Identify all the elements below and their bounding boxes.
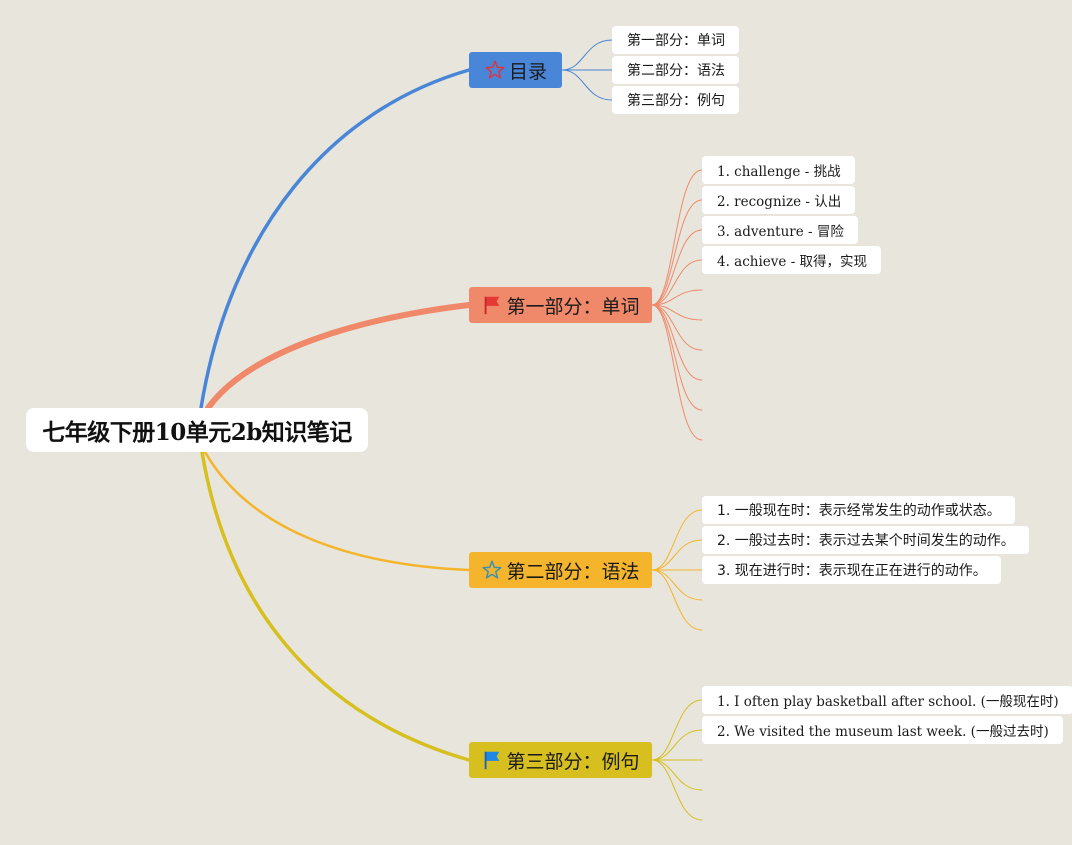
connector-grammar-2 [651, 539, 703, 571]
leaf-vocab-1[interactable]: 1. challenge - 挑战 [702, 156, 855, 184]
connector-toc-3 [561, 69, 613, 101]
branch-label: 目录 [508, 60, 547, 83]
connector-examples-1 [651, 699, 703, 761]
connector-grammar-4 [651, 569, 703, 601]
connector-examples-2 [651, 729, 703, 761]
leaf-toc-3[interactable]: 第三部分：例句 [612, 86, 739, 114]
leaf-examples-1[interactable]: 1. I often play basketball after school.… [702, 686, 1072, 714]
star-outline-icon [484, 59, 506, 81]
connector-examples-4 [651, 759, 703, 791]
root-label: 七年级下册10单元2b知识笔记 [42, 419, 352, 446]
leaf-grammar-2[interactable]: 2. 一般过去时：表示过去某个时间发生的动作。 [702, 526, 1029, 554]
connector-vocab-4 [651, 259, 703, 306]
connector-grammar-5 [651, 569, 703, 631]
leaf-examples-2[interactable]: 2. We visited the museum last week. (一般过… [702, 716, 1063, 744]
branch-label: 第一部分：单词 [506, 295, 640, 318]
connector-vocab-1 [651, 169, 703, 306]
connector-grammar-1 [651, 509, 703, 571]
branch-grammar[interactable]: 第二部分：语法 [469, 552, 652, 588]
branch-vocab[interactable]: 第一部分：单词 [469, 287, 652, 323]
branch-label: 第三部分：例句 [506, 750, 640, 773]
connector-examples-5 [651, 759, 703, 821]
branch-label: 第二部分：语法 [506, 560, 640, 583]
connector-root-vocab [205, 302, 472, 411]
connector-vocab-9 [651, 304, 703, 411]
leaf-toc-2[interactable]: 第二部分：语法 [612, 56, 739, 84]
leaf-toc-1[interactable]: 第一部分：单词 [612, 26, 739, 54]
connector-vocab-10 [651, 304, 703, 441]
branch-examples[interactable]: 第三部分：例句 [469, 742, 652, 778]
connector-vocab-8 [651, 304, 703, 381]
connector-root-grammar [203, 450, 471, 572]
connector-root-examples [200, 450, 471, 762]
red-flag-icon [481, 294, 503, 316]
connector-vocab-5 [651, 289, 703, 306]
branch-toc[interactable]: 目录 [469, 52, 562, 88]
connector-vocab-2 [651, 199, 703, 306]
root-node[interactable]: 七年级下册10单元2b知识笔记 [26, 408, 368, 452]
star-outline-icon [481, 559, 503, 581]
connector-vocab-7 [651, 304, 703, 351]
leaf-vocab-4[interactable]: 4. achieve - 取得，实现 [702, 246, 882, 274]
connector-root-toc [199, 68, 471, 410]
connector-toc-1 [561, 39, 613, 71]
blue-flag-icon [481, 749, 503, 771]
leaf-grammar-3[interactable]: 3. 现在进行时：表示现在正在进行的动作。 [702, 556, 1001, 584]
leaf-grammar-1[interactable]: 1. 一般现在时：表示经常发生的动作或状态。 [702, 496, 1015, 524]
connector-vocab-6 [651, 304, 703, 321]
connector-vocab-3 [651, 229, 703, 306]
leaf-vocab-3[interactable]: 3. adventure - 冒险 [702, 216, 858, 244]
leaf-vocab-2[interactable]: 2. recognize - 认出 [702, 186, 856, 214]
